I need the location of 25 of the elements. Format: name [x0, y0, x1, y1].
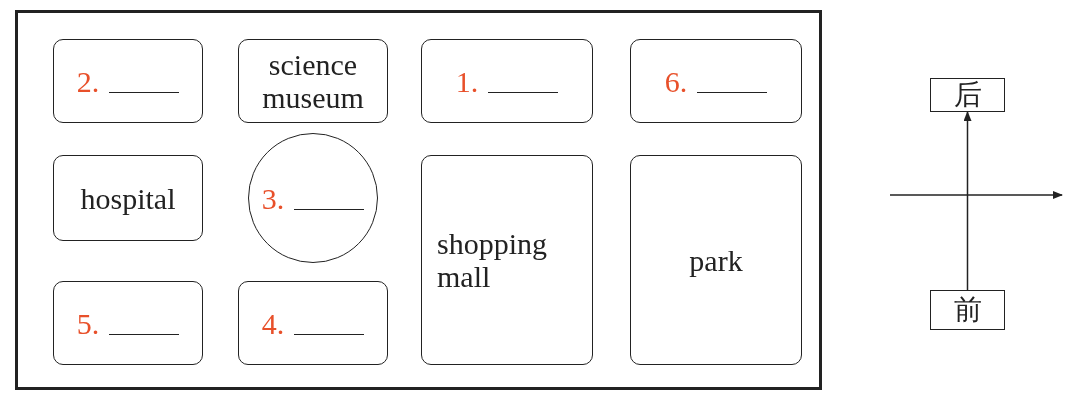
question-number: 5. [76, 306, 100, 340]
direction-label: 后 [953, 79, 982, 111]
question-number: 4. [261, 306, 285, 340]
place-box [421, 39, 593, 123]
place-box [630, 39, 802, 123]
place-name: shopping mall [437, 227, 548, 293]
place-box [53, 155, 203, 241]
direction-label: 前 [953, 294, 982, 326]
question-number: 3. [261, 181, 285, 215]
place-name: science museum [261, 48, 365, 114]
question-number: 6. [664, 64, 688, 98]
question-number: 1. [455, 64, 479, 98]
place-box [630, 155, 802, 365]
arrow [963, 111, 972, 291]
place-name: park [689, 243, 743, 277]
place-name: hospital [80, 181, 176, 215]
place-box [53, 281, 203, 365]
map-frame [15, 10, 822, 390]
place-box [238, 281, 388, 365]
direction-box [930, 78, 1005, 112]
place-box [421, 155, 593, 365]
question-number: 2. [76, 64, 100, 98]
place-box [238, 39, 388, 123]
direction-box [930, 290, 1005, 330]
place-box [53, 39, 203, 123]
